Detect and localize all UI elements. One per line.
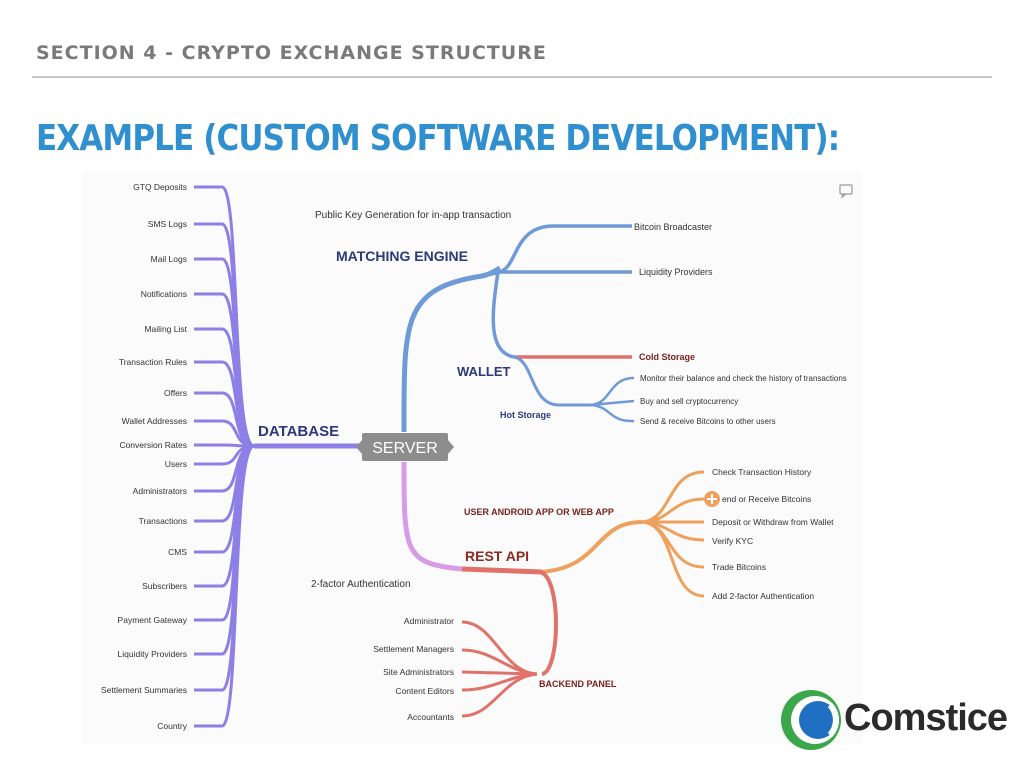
- backend-item: Accountants: [407, 712, 454, 722]
- matching-item: Liquidity Providers: [639, 267, 713, 277]
- user-app-label: USER ANDROID APP OR WEB APP: [464, 507, 614, 517]
- matching-item: Bitcoin Broadcaster: [634, 222, 712, 232]
- user-app-item: Verify KYC: [712, 536, 753, 546]
- database-item: Administrators: [133, 486, 187, 496]
- backend-item: Content Editors: [395, 686, 454, 696]
- hot-storage-label: Hot Storage: [500, 410, 551, 420]
- database-item: CMS: [168, 547, 187, 557]
- rest-api-label: REST API: [465, 548, 529, 564]
- user-app-item: Check Transaction History: [712, 467, 812, 477]
- user-app-item: Deposit or Withdraw from Wallet: [712, 517, 834, 527]
- database-item: Transactions: [139, 516, 187, 526]
- backend-item: Settlement Managers: [373, 644, 454, 654]
- two-factor-note: 2-factor Authentication: [311, 579, 411, 590]
- database-item: Transaction Rules: [119, 357, 187, 367]
- database-item: Liquidity Providers: [118, 649, 187, 659]
- database-item: Conversion Rates: [119, 440, 187, 450]
- hot-storage-item: Buy and sell cryptocurrency: [640, 397, 738, 406]
- database-item: Users: [165, 459, 187, 469]
- database-label: DATABASE: [258, 423, 339, 440]
- database-item: Settlement Summaries: [101, 685, 187, 695]
- user-app-item: end or Receive Bitcoins: [722, 494, 811, 504]
- backend-item: Site Administrators: [383, 667, 454, 677]
- add-node-icon[interactable]: [704, 491, 720, 507]
- database-item: Country: [157, 721, 188, 731]
- matching-engine-label: MATCHING ENGINE: [336, 248, 468, 264]
- hot-storage-item: Send & receive Bitcoins to other users: [640, 417, 776, 426]
- database-item: Wallet Addresses: [122, 416, 187, 426]
- database-item: Subscribers: [142, 581, 187, 591]
- section-header: SECTION 4 - CRYPTO EXCHANGE STRUCTURE: [36, 42, 547, 64]
- database-item: GTQ Deposits: [133, 182, 187, 192]
- comstice-logo-icon: [781, 690, 841, 750]
- hot-storage-item: Monitor their balance and check the hist…: [640, 374, 847, 383]
- cold-storage-label: Cold Storage: [639, 352, 695, 362]
- database-branch: [194, 444, 255, 728]
- user-app-item: Add 2-factor Authentication: [712, 591, 814, 601]
- database-item: Mailing List: [144, 324, 187, 334]
- database-item: Payment Gateway: [118, 615, 188, 625]
- server-label: SERVER: [372, 440, 438, 457]
- wallet-label: WALLET: [457, 364, 510, 379]
- comment-icon[interactable]: [839, 184, 853, 199]
- database-item: Offers: [164, 388, 187, 398]
- database-item: SMS Logs: [148, 219, 187, 229]
- database-item: Mail Logs: [151, 254, 187, 264]
- database-branch: [194, 222, 255, 448]
- server-node: SERVER: [356, 433, 454, 461]
- comstice-logo: Comstice: [778, 687, 1018, 753]
- database-item: Notifications: [141, 289, 187, 299]
- slide-title: EXAMPLE (CUSTOM SOFTWARE DEVELOPMENT):: [36, 118, 840, 159]
- public-key-note: Public Key Generation for in-app transac…: [315, 210, 511, 221]
- backend-panel-label: BACKEND PANEL: [539, 679, 617, 689]
- backend-item: Administrator: [404, 616, 454, 626]
- header-divider: [32, 76, 992, 78]
- user-app-item: Trade Bitcoins: [712, 562, 766, 572]
- database-branches: [194, 185, 255, 728]
- logo-text: Comstice: [844, 697, 1008, 739]
- mindmap-image: DATABASE SERVER Public Key Generation fo…: [82, 172, 862, 745]
